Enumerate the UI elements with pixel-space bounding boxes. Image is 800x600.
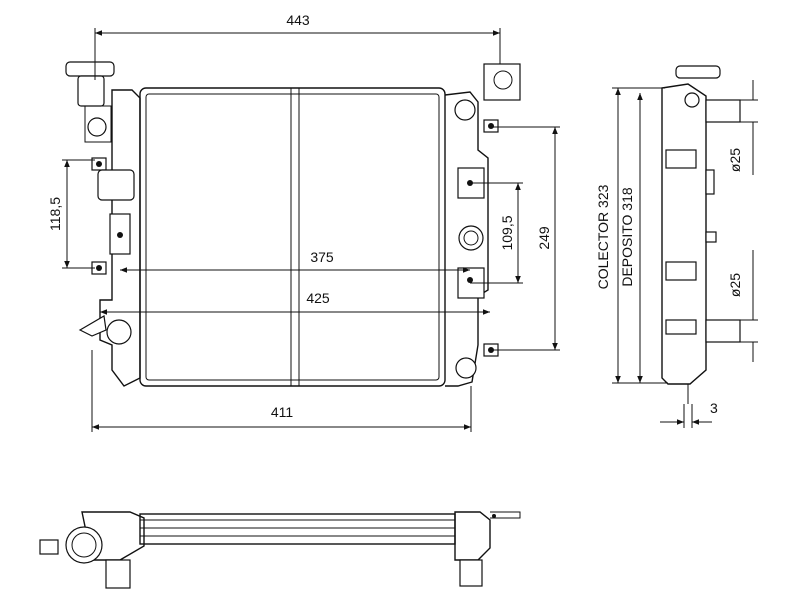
right-tank — [444, 91, 489, 387]
dim-collector: COLECTOR 323 — [595, 184, 611, 289]
dim-375: 375 — [310, 249, 334, 265]
top-view — [39, 511, 521, 589]
dim-pipe-top: ø25 — [727, 148, 743, 172]
side-dimension-lines — [612, 80, 758, 428]
dim-118-5: 118,5 — [47, 197, 63, 231]
dimension-lines — [62, 28, 560, 432]
dim-pipe-bottom: ø25 — [727, 273, 743, 297]
dim-drain: 3 — [710, 400, 718, 416]
dim-443: 443 — [286, 12, 310, 28]
dim-249: 249 — [536, 226, 552, 250]
radiator-core — [139, 87, 446, 387]
dim-411: 411 — [271, 404, 294, 420]
filler-cap — [65, 61, 115, 143]
dim-deposito: DEPOSITO 318 — [619, 187, 635, 287]
left-tank — [99, 89, 141, 387]
dim-109-5: 109,5 — [499, 215, 515, 250]
side-view — [661, 65, 741, 404]
dim-425: 425 — [306, 290, 330, 306]
front-view — [65, 61, 521, 398]
